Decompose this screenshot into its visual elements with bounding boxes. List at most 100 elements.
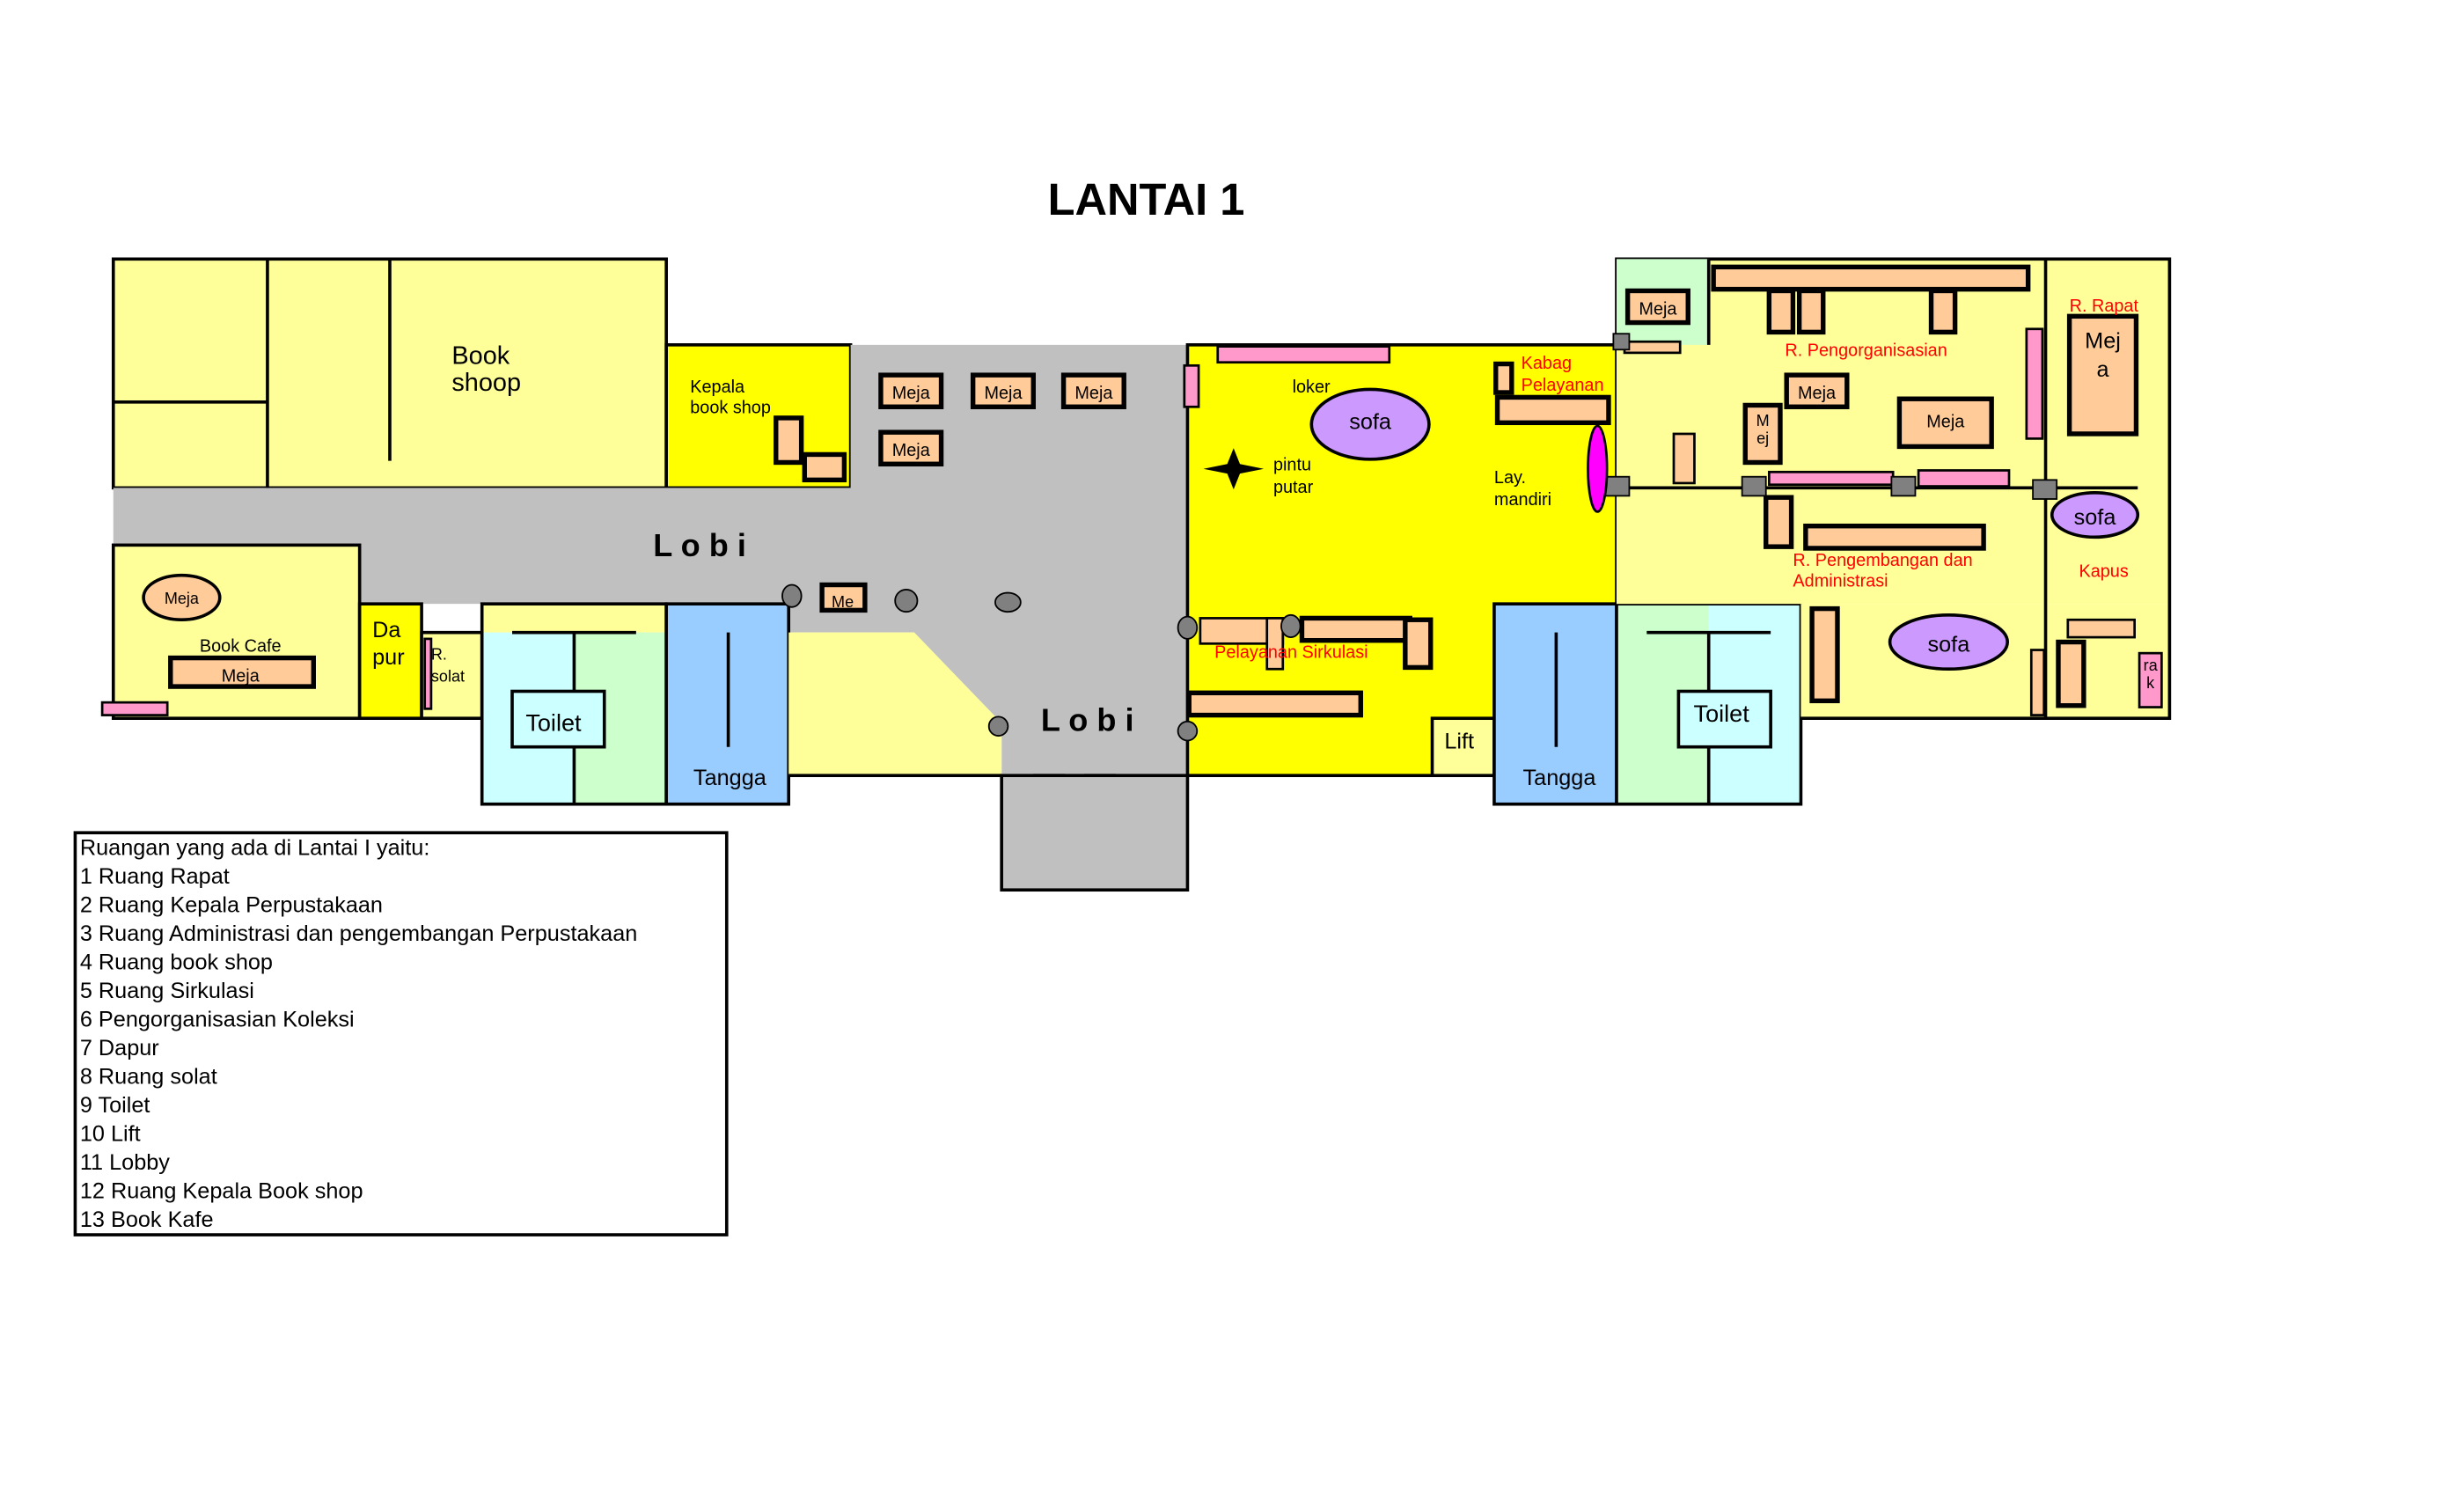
plan-shape xyxy=(774,415,804,466)
room-label: Lay. xyxy=(1494,468,1526,488)
room-label: a xyxy=(2097,357,2110,382)
plan-shape xyxy=(2138,651,2163,708)
toilet-left-top xyxy=(481,604,667,633)
room-label: R. Pengorganisasian xyxy=(1785,341,1947,360)
room-label: k xyxy=(2146,674,2155,692)
room-label: putar xyxy=(1273,478,1314,497)
room-label: Tangga xyxy=(1523,766,1597,790)
room-label: Toilet xyxy=(1694,700,1750,727)
plan-shape xyxy=(2025,327,2044,440)
sofa xyxy=(1888,613,2010,671)
legend-item: 6 Pengorganisasian Koleksi xyxy=(80,1008,355,1032)
plan-shape xyxy=(1493,361,1514,395)
furniture xyxy=(100,264,2163,742)
room-label: R. xyxy=(431,645,447,663)
plan-shape xyxy=(1265,617,1285,671)
room-label: Meja xyxy=(1639,300,1677,319)
room-label: Me xyxy=(832,593,854,611)
page-title: LANTAI 1 xyxy=(1048,174,1245,224)
plan-shape xyxy=(1766,288,1796,335)
room-label: ej xyxy=(1756,429,1769,447)
room-label: Meja xyxy=(892,441,931,460)
legend-item: 5 Ruang Sirkulasi xyxy=(80,979,254,1003)
plan-shape xyxy=(1896,396,1994,450)
plan-shape xyxy=(1803,523,1986,551)
lobby-exit xyxy=(1000,774,1190,892)
sofa xyxy=(1309,387,1431,461)
room-label: sofa xyxy=(2074,505,2117,530)
self-service-kiosk xyxy=(1587,424,1609,513)
plan-shape xyxy=(1612,333,1631,351)
room-label: loker xyxy=(1293,378,1331,397)
room-label: Tangga xyxy=(693,766,767,790)
room-label: solat xyxy=(431,668,465,686)
plan-shape xyxy=(1060,372,1126,409)
legend-item: 7 Dapur xyxy=(80,1036,159,1060)
legend-box: Ruangan yang ada di Lantai I yaitu: 1 Ru… xyxy=(73,831,729,1236)
plan-shape xyxy=(1183,363,1200,408)
legend-heading: Ruangan yang ada di Lantai I yaitu: xyxy=(80,835,430,860)
room-label: L o b i xyxy=(1041,702,1134,738)
toilet-left-stall xyxy=(510,689,606,749)
plan-shape xyxy=(1604,475,1631,497)
legend-item: 3 Ruang Administrasi dan pengembangan Pe… xyxy=(80,921,637,946)
room-label: Meja xyxy=(222,667,260,686)
room-label: Kapus xyxy=(2079,561,2128,581)
plan-shape xyxy=(1809,605,1840,704)
legend-item: 8 Ruang solat xyxy=(80,1065,217,1090)
sofa xyxy=(2050,490,2140,539)
plan-shape xyxy=(1403,617,1434,671)
plan-shape xyxy=(1890,475,1917,497)
room-label: Toilet xyxy=(525,709,582,737)
room-label: M xyxy=(1756,412,1770,429)
plan-shape xyxy=(1177,720,1199,742)
room-label: L o b i xyxy=(653,527,746,563)
dapur-room xyxy=(357,602,423,720)
plan-shape xyxy=(1764,495,1794,549)
legend-item: 13 Book Kafe xyxy=(80,1207,214,1232)
plan-shape xyxy=(878,429,944,466)
book-cafe-room xyxy=(111,543,362,720)
legend-item: 12 Ruang Kepala Book shop xyxy=(80,1179,363,1204)
plan-shape xyxy=(1299,615,1412,643)
room-label: Meja xyxy=(1798,384,1837,403)
plan-shape xyxy=(1177,615,1199,640)
room-label: Da xyxy=(372,618,401,642)
plan-shape xyxy=(2066,313,2139,437)
room-label: Meja xyxy=(1074,384,1113,403)
room-label: sofa xyxy=(1349,410,1392,435)
plan-shape xyxy=(1494,394,1611,426)
plan-shape xyxy=(894,589,919,613)
room-label: shoop xyxy=(451,369,521,397)
plan-shape xyxy=(1742,402,1783,466)
room-label: Book Cafe xyxy=(200,636,282,656)
room-label: Kabag xyxy=(1522,354,1572,373)
plan-shape xyxy=(1623,340,1682,355)
plan-shape xyxy=(1280,613,1302,639)
plan-shape xyxy=(1767,470,1895,487)
plan-shape xyxy=(1917,469,2011,488)
plan-shape xyxy=(423,637,433,710)
room-label: R. Pengembangan dan xyxy=(1793,551,1972,570)
round-table xyxy=(142,573,222,622)
plan-shape xyxy=(1741,475,1767,497)
plan-shape xyxy=(2066,618,2137,639)
plan-shape xyxy=(781,583,803,608)
plan-shape xyxy=(1216,345,1391,364)
room-label: Pelayanan xyxy=(1522,376,1604,395)
legend-item: 11 Lobby xyxy=(80,1150,170,1175)
revolving-door-icon xyxy=(1203,448,1265,490)
legend-item: 4 Ruang book shop xyxy=(80,950,273,974)
lobby-side-room xyxy=(788,632,1002,776)
plan-shape xyxy=(73,831,729,1236)
toilet-right-stall xyxy=(1676,689,1772,749)
plan-shape xyxy=(1784,372,1850,409)
plan-shape xyxy=(2032,479,2058,500)
plan-shape xyxy=(819,582,868,613)
room-label: Mej xyxy=(2085,328,2121,353)
plan-shape xyxy=(1711,264,2031,292)
room-label: Pelayanan Sirkulasi xyxy=(1214,643,1368,663)
plan-shape xyxy=(1672,432,1696,485)
room-label: sofa xyxy=(1928,632,1971,657)
